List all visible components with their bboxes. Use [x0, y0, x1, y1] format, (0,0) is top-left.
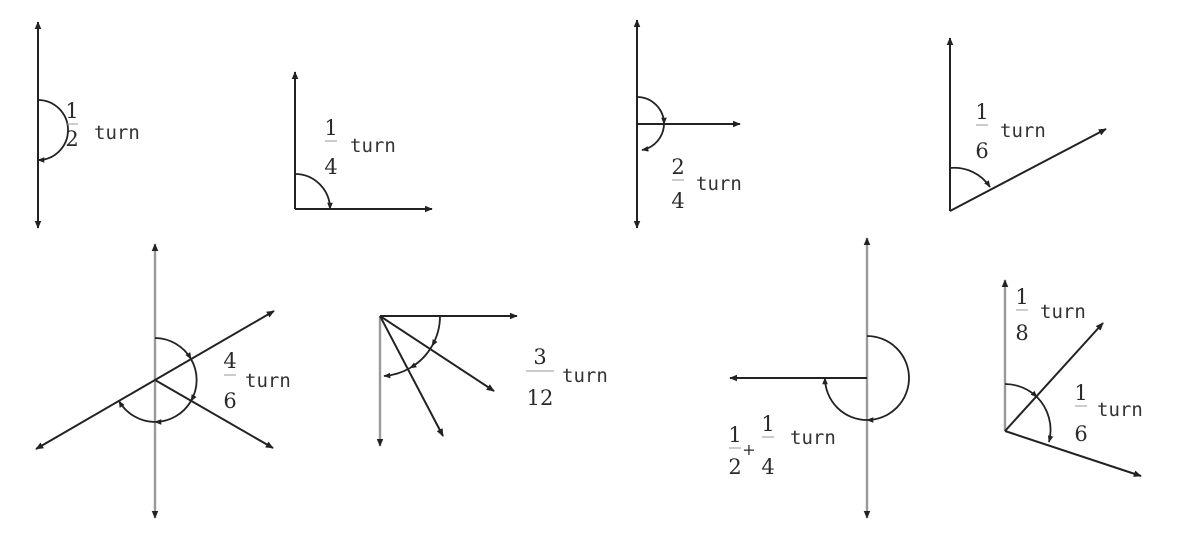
fraction-denominator: 12: [527, 386, 554, 410]
turn-label: turn: [94, 122, 140, 144]
plus-sign: +: [742, 440, 755, 459]
fraction-numerator: 1: [975, 100, 988, 124]
fraction-denominator: 6: [223, 389, 236, 413]
turn-arc-4: [118, 400, 156, 423]
fraction-numerator: 2: [671, 155, 684, 179]
panel-sixth-turn: 1 6 turn: [946, 37, 1107, 212]
fraction-numerator: 1: [324, 116, 337, 140]
fraction-2-numerator: 1: [1074, 381, 1087, 405]
ray-30-degrees: [379, 315, 495, 392]
turn-label-1: turn: [1040, 301, 1086, 323]
fraction-2-numerator: 1: [761, 412, 774, 436]
panel-half-turn: 1 2 turn: [34, 21, 140, 229]
quarter-turn-arc: [822, 377, 868, 421]
fraction-denominator: 6: [975, 139, 988, 163]
fraction-1-denominator: 2: [728, 455, 741, 479]
fraction-denominator: 4: [324, 155, 337, 179]
fraction-2-denominator: 4: [761, 455, 774, 479]
fraction-numerator: 3: [533, 345, 546, 369]
turn-arc: [37, 99, 69, 163]
fraction-1-numerator: 1: [1015, 285, 1028, 309]
fraction-numerator: 1: [65, 99, 78, 123]
panel-half-plus-quarter-turn: 1 2 + 1 4 turn: [728, 237, 910, 519]
turn-label: turn: [245, 370, 291, 392]
half-turn-arc: [866, 335, 910, 423]
turn-arc-3: [154, 400, 192, 425]
turn-label: turn: [562, 365, 608, 387]
panel-quarter-turn: 1 4 turn: [291, 71, 433, 213]
ray-lower-right: [1004, 430, 1142, 477]
turn-arc-2: [190, 358, 198, 402]
panel-eighth-and-sixth-turn: 1 8 turn 1 6 turn: [1001, 279, 1143, 477]
fraction-1-denominator: 8: [1015, 321, 1028, 345]
ray-45-degrees: [1004, 322, 1104, 432]
turn-arc: [294, 173, 333, 210]
turn-label: turn: [1000, 120, 1046, 142]
turn-arc-2: [409, 345, 433, 369]
turn-label: turn: [790, 427, 836, 449]
turn-arc-2: [641, 123, 665, 152]
turn-arc-1: [431, 315, 441, 347]
turn-arc-1: [636, 96, 667, 125]
fraction-denominator: 2: [65, 127, 78, 151]
ray-60-degrees: [379, 315, 444, 437]
panel-two-quarters-turn: 2 4 turn: [633, 19, 742, 229]
fraction-numerator: 4: [223, 349, 236, 373]
slanted-ray: [949, 128, 1107, 212]
sixth-turn-arc: [1036, 396, 1054, 443]
panel-four-sixths-turn: 4 6 turn: [35, 243, 291, 519]
eighth-turn-arc: [1004, 383, 1038, 398]
panel-three-twelfths-turn: 3 12 turn: [376, 312, 608, 447]
fraction-1-numerator: 1: [728, 423, 741, 447]
turn-arc: [949, 166, 991, 188]
turn-label: turn: [350, 135, 396, 157]
turn-arc-1: [154, 337, 192, 360]
turn-label: turn: [696, 173, 742, 195]
fraction-2-denominator: 6: [1074, 422, 1087, 446]
turn-label-2: turn: [1097, 399, 1143, 421]
diagonal-ray-2: [154, 379, 274, 449]
fraction-denominator: 4: [671, 189, 684, 213]
turn-arc-3: [383, 367, 411, 379]
